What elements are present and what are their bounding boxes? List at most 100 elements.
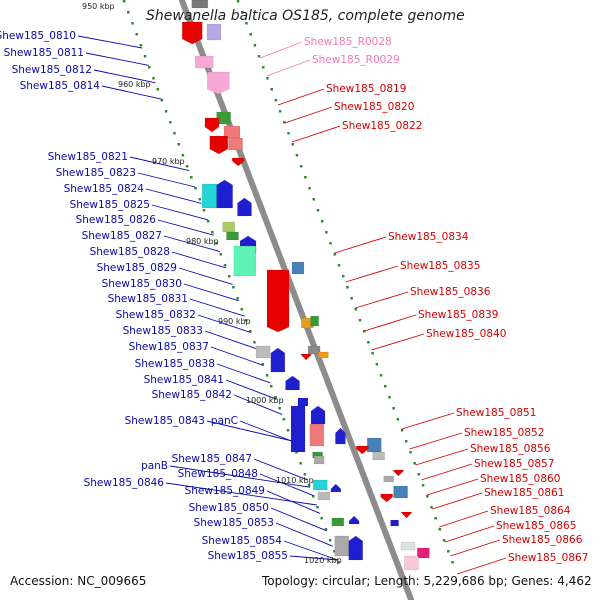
gene-label-left[interactable]: Shew185_0849 (184, 485, 265, 497)
gene-label-right[interactable]: Shew185_0851 (456, 407, 537, 419)
gene-label-left[interactable]: Shew185_0825 (69, 199, 150, 211)
gene-label-left[interactable]: panB (141, 460, 168, 472)
gene-feature[interactable] (404, 555, 419, 571)
gene-feature[interactable] (181, 21, 203, 45)
gene-feature[interactable] (204, 117, 220, 133)
gene-feature[interactable] (310, 315, 319, 327)
gene-label-right[interactable]: Shew185_0866 (502, 534, 583, 546)
gene-label-left[interactable]: Shew185_0832 (115, 309, 196, 321)
gene-feature[interactable] (255, 345, 271, 359)
gene-label-left[interactable]: Shew185_0812 (11, 64, 92, 76)
gene-feature[interactable] (290, 405, 306, 453)
gene-label-right[interactable]: Shew185_0852 (464, 427, 545, 439)
gene-label-left[interactable]: Shew185_0848 (177, 468, 258, 480)
gene-feature[interactable] (233, 245, 257, 277)
gene-feature[interactable] (400, 541, 416, 551)
gene-feature[interactable] (231, 157, 245, 167)
gene-feature[interactable] (191, 0, 209, 9)
gene-label-left[interactable]: Shew185_0827 (81, 230, 162, 242)
gene-feature[interactable] (310, 405, 326, 425)
gene-label-left[interactable]: Shew185_0850 (188, 502, 269, 514)
gene-label-left[interactable]: Shew185_0829 (96, 262, 177, 274)
gene-feature[interactable] (335, 427, 346, 445)
gene-feature[interactable] (390, 519, 399, 527)
gene-label-left[interactable]: Shew185_0811 (3, 47, 84, 59)
gene-label-left[interactable]: panC (210, 415, 238, 427)
gene-feature[interactable] (301, 317, 314, 329)
gene-label-left[interactable]: Shew185_0853 (193, 517, 274, 529)
gene-feature[interactable] (309, 423, 325, 447)
gene-label-left[interactable]: Shew185_0837 (128, 341, 209, 353)
gene-feature[interactable] (201, 183, 219, 209)
gene-label-right[interactable]: Shew185_0867 (508, 552, 589, 564)
gene-label-left[interactable]: Shew185_0841 (143, 374, 224, 386)
gene-label-right[interactable]: Shew185_0834 (388, 231, 469, 243)
gene-label-left[interactable]: Shew185_0814 (19, 80, 100, 92)
gene-label-right[interactable]: Shew185_0856 (470, 443, 551, 455)
gene-feature[interactable] (334, 535, 349, 557)
gene-feature[interactable] (237, 197, 252, 217)
rna-feature[interactable] (194, 55, 214, 69)
gene-label-right[interactable]: Shew185_0836 (410, 286, 491, 298)
gene-label-left[interactable]: Shew185_0828 (89, 246, 170, 258)
gene-feature[interactable] (297, 397, 309, 407)
gene-label-left[interactable]: Shew185_0810 (0, 30, 76, 42)
gene-feature[interactable] (348, 515, 360, 525)
gene-feature[interactable] (401, 511, 412, 519)
gene-feature[interactable] (222, 221, 235, 233)
gene-feature[interactable] (206, 23, 222, 41)
gene-label-right[interactable]: Shew185_0861 (484, 487, 565, 499)
gene-label-left[interactable]: Shew185_0855 (207, 550, 288, 562)
gene-feature[interactable] (313, 455, 325, 465)
gene-feature[interactable] (393, 485, 408, 499)
gene-feature[interactable] (270, 347, 286, 373)
gene-feature[interactable] (291, 261, 305, 275)
gene-label-right[interactable]: Shew185_0839 (418, 309, 499, 321)
gene-feature[interactable] (356, 445, 369, 455)
gene-label-right[interactable]: Shew185_0840 (426, 328, 507, 340)
gene-label-right[interactable]: Shew185_0864 (490, 505, 571, 517)
gene-feature[interactable] (226, 231, 239, 241)
gene-feature[interactable] (330, 483, 342, 493)
gene-feature[interactable] (393, 469, 404, 477)
gene-feature[interactable] (318, 351, 329, 359)
gene-label-left[interactable]: Shew185_0821 (47, 151, 128, 163)
gene-feature[interactable] (383, 475, 395, 483)
gene-feature[interactable] (209, 135, 229, 155)
gene-label-left[interactable]: Shew185_0826 (75, 214, 156, 226)
gene-feature[interactable] (367, 437, 382, 453)
gene-feature[interactable] (313, 479, 328, 491)
gene-label-right[interactable]: Shew185_0819 (326, 83, 407, 95)
gene-label-right[interactable]: Shew185_0865 (496, 520, 577, 532)
gene-feature[interactable] (417, 547, 430, 559)
gene-feature[interactable] (300, 353, 312, 361)
gene-label-left[interactable]: Shew185_0831 (107, 293, 188, 305)
gene-label-right[interactable]: Shew185_0860 (480, 473, 561, 485)
gene-label-left[interactable]: Shew185_0830 (101, 278, 182, 290)
gene-feature[interactable] (285, 375, 300, 391)
gene-label-right[interactable]: Shew185_R0029 (312, 54, 400, 66)
gene-feature[interactable] (317, 491, 331, 501)
gene-label-right[interactable]: Shew185_0857 (474, 458, 555, 470)
gene-feature[interactable] (348, 535, 363, 561)
gene-feature[interactable] (380, 493, 393, 503)
gene-feature[interactable] (331, 517, 345, 527)
gene-feature[interactable] (266, 269, 290, 333)
gene-feature[interactable] (372, 451, 385, 461)
rna-feature[interactable] (207, 71, 230, 95)
gene-label-left[interactable]: Shew185_0847 (171, 453, 252, 465)
gene-label-right[interactable]: Shew185_0835 (400, 260, 481, 272)
gene-label-left[interactable]: Shew185_0843 (124, 415, 205, 427)
gene-label-left[interactable]: Shew185_0838 (134, 358, 215, 370)
gene-label-left[interactable]: Shew185_0854 (201, 535, 282, 547)
gene-label-right[interactable]: Shew185_R0028 (304, 36, 392, 48)
gene-label-left[interactable]: Shew185_0846 (83, 477, 164, 489)
gene-label-left[interactable]: Shew185_0833 (122, 325, 203, 337)
gene-feature[interactable] (216, 179, 233, 209)
gene-label-right[interactable]: Shew185_0820 (334, 101, 415, 113)
gene-label-left[interactable]: Shew185_0824 (63, 183, 144, 195)
gene-feature[interactable] (228, 137, 243, 151)
gene-label-left[interactable]: Shew185_0823 (55, 167, 136, 179)
gene-label-right[interactable]: Shew185_0822 (342, 120, 423, 132)
gene-label-left[interactable]: Shew185_0842 (151, 389, 232, 401)
